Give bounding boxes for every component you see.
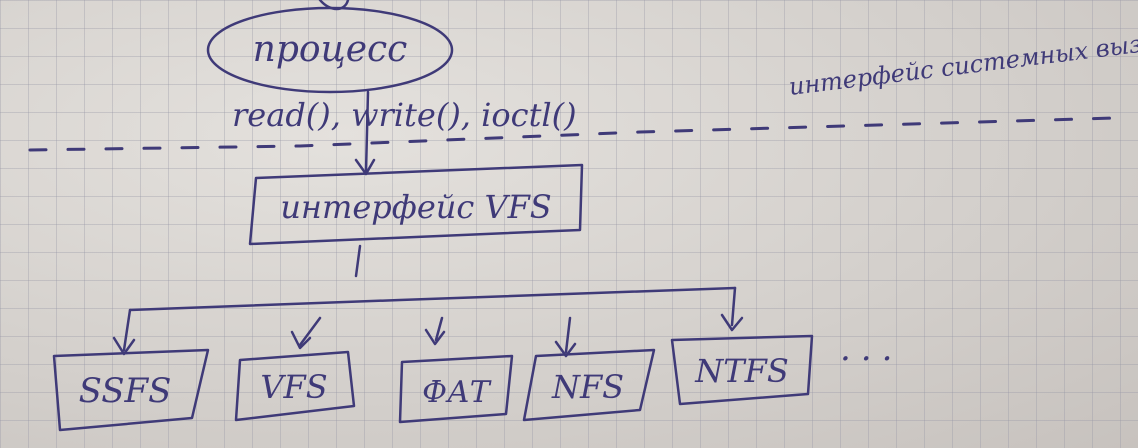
syscall-boundary-line bbox=[28, 116, 1117, 152]
filesystem-box bbox=[52, 348, 210, 432]
branch-arrow-ntfs bbox=[720, 286, 744, 332]
filesystem-label: NFS bbox=[551, 368, 624, 406]
filesystem-box bbox=[234, 350, 356, 422]
vfs-interface-label: интерфейс VFS bbox=[280, 188, 551, 226]
branch-arrow-nfs bbox=[554, 316, 577, 358]
vfs-interface-box bbox=[248, 163, 584, 246]
process-label: процесс bbox=[253, 29, 408, 70]
filesystem-fat: ФАТ bbox=[398, 354, 514, 424]
filesystem-ntfs: NTFS bbox=[670, 334, 814, 406]
filesystem-vfs: VFS bbox=[234, 350, 356, 422]
filesystem-ssfs: SSFS bbox=[52, 348, 210, 432]
branch-arrow-vfs bbox=[290, 316, 322, 350]
filesystem-label: VFS bbox=[260, 368, 327, 406]
filesystem-label: ФАТ bbox=[422, 375, 492, 410]
process-node: процесс bbox=[206, 6, 454, 94]
filesystem-box bbox=[398, 354, 514, 424]
process-ellipse bbox=[206, 6, 454, 94]
filesystem-nfs: NFS bbox=[522, 348, 656, 422]
vfs-down-connector bbox=[354, 244, 362, 278]
syscalls-label: read(), write(), ioctl() bbox=[232, 96, 577, 134]
vfs-interface-node: интерфейс VFS bbox=[248, 163, 584, 246]
syscall-interface-label: интерфейс системных вызовов bbox=[787, 23, 1138, 101]
filesystem-box bbox=[522, 348, 656, 422]
filesystem-box bbox=[670, 334, 814, 406]
filesystem-label: NTFS bbox=[694, 352, 788, 390]
branch-arrow-ssfs bbox=[112, 308, 136, 356]
filesystem-bus-line bbox=[128, 286, 737, 312]
more-filesystems-ellipsis: ... bbox=[840, 329, 902, 369]
branch-arrow-fat bbox=[424, 316, 446, 346]
filesystem-label: SSFS bbox=[79, 371, 172, 411]
